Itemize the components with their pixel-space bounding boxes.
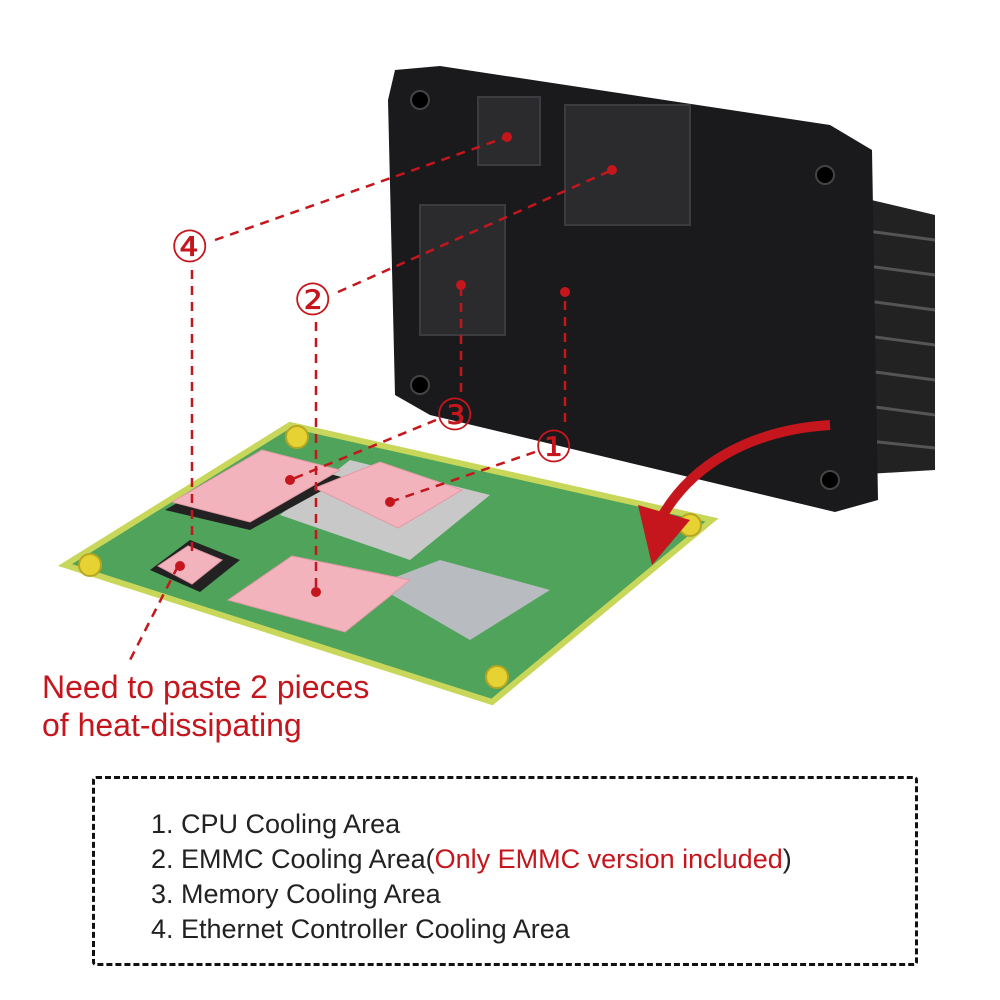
emmc-chip <box>375 560 550 640</box>
legend-item-emmc: 2. EMMC Cooling Area(Only EMMC version i… <box>151 842 792 877</box>
legend-item-cpu: 1. CPU Cooling Area <box>151 809 401 839</box>
thermal-pads <box>157 449 464 633</box>
heatsink-holes <box>410 90 840 490</box>
heatsink-plate <box>388 66 878 512</box>
legend-item-ethernet: 4. Ethernet Controller Cooling Area <box>151 914 570 944</box>
legend-emmc-text: 2. EMMC Cooling Area( <box>151 844 435 874</box>
dashed-leader-lines <box>128 135 613 661</box>
red-dots <box>175 132 617 597</box>
note-line-1: Need to paste 2 pieces <box>42 669 370 705</box>
legend-emmc-highlight: Only EMMC version included <box>434 844 783 874</box>
legend-item-memory: 3. Memory Cooling Area <box>151 879 441 909</box>
install-arrow-head <box>638 505 690 565</box>
legend-emmc-suffix: ) <box>782 844 792 874</box>
legend-box: 1. CPU Cooling Area 2. EMMC Cooling Area… <box>92 776 918 966</box>
heatsink-contact-pads <box>419 96 691 336</box>
callout-3: ③ <box>435 390 474 441</box>
callout-4: ④ <box>170 222 209 273</box>
mounting-holes <box>78 425 702 689</box>
note-line-2: of heat-dissipating <box>42 707 302 743</box>
callout-2: ② <box>293 275 332 326</box>
install-arrow <box>655 420 831 523</box>
thermal-pad-note: Need to paste 2 pieces of heat-dissipati… <box>42 668 369 744</box>
callout-1: ① <box>534 422 573 473</box>
